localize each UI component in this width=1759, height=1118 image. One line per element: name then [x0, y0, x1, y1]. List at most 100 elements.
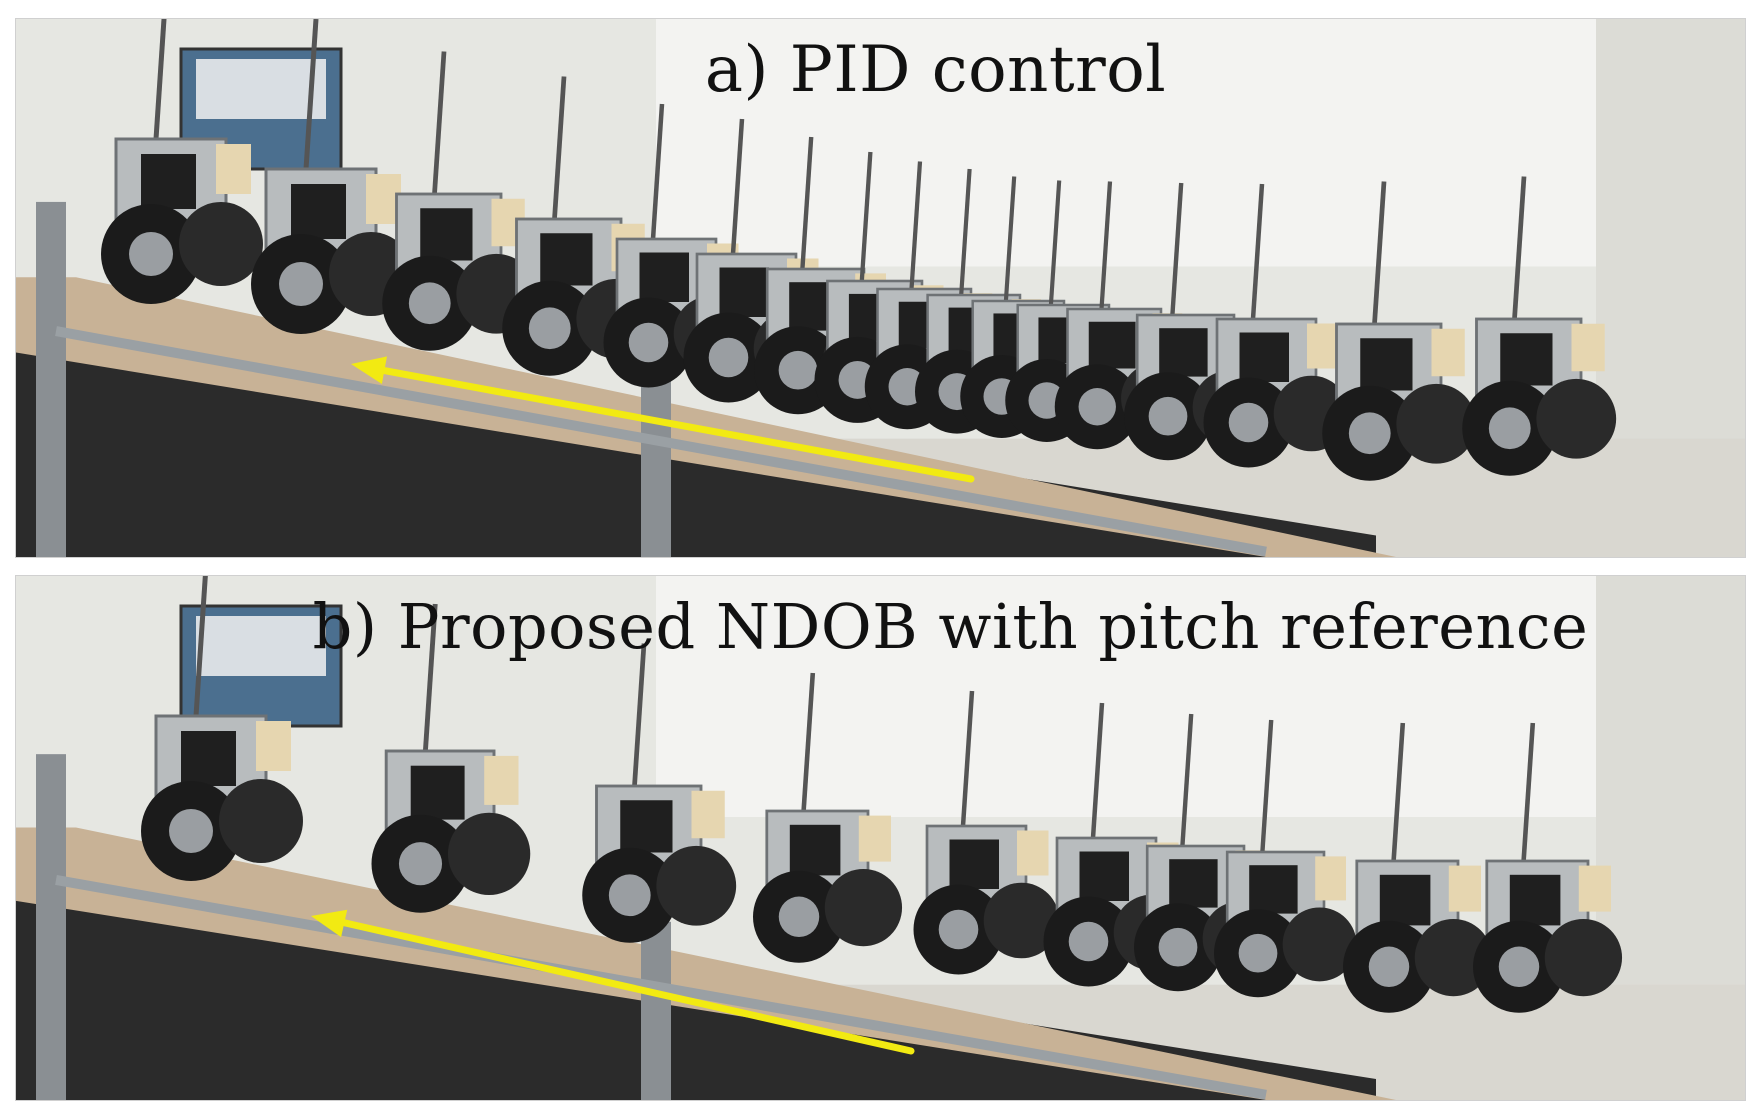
wheel-hub: [1488, 407, 1531, 450]
robot-antenna: [1003, 176, 1017, 302]
wheel-hub: [608, 874, 651, 917]
frame-rail: [55, 874, 1267, 1100]
robot-icon: [371, 603, 531, 913]
robot-antenna: [960, 690, 975, 827]
robot-bumper: [216, 144, 251, 194]
panel-a: a) PID control: [15, 18, 1746, 558]
wheel-hub: [1078, 388, 1116, 426]
robot-bumper: [484, 755, 519, 805]
robot-antenna: [632, 643, 647, 787]
cabinet-window: [196, 616, 326, 676]
wheel-icon: [219, 779, 303, 863]
robot-board: [719, 267, 769, 317]
arrow-head: [311, 909, 348, 938]
frame-post-mid: [641, 374, 671, 557]
wheel-hub: [1068, 921, 1109, 962]
robot-antenna: [1250, 183, 1265, 320]
robot-bumper: [1315, 856, 1346, 901]
wheel-icon: [179, 202, 263, 286]
robot-board: [620, 800, 673, 853]
wheel-hub: [778, 350, 818, 390]
arrow-icon: [351, 356, 975, 483]
robot-board: [410, 765, 465, 820]
arrow-icon: [311, 909, 915, 1055]
frame-post-left: [36, 754, 66, 1100]
frame-post-left: [36, 201, 66, 557]
robot-antenna: [801, 672, 816, 812]
robot-board: [949, 839, 999, 889]
robot-antenna: [432, 51, 447, 195]
robot-antenna: [552, 76, 567, 220]
robot-board: [1169, 859, 1218, 908]
robot-antenna: [1180, 713, 1194, 847]
panel-b-caption: b) Proposed NDOB with pitch reference: [312, 590, 1589, 663]
robot-icon: [1343, 722, 1493, 1013]
wheel-hub: [778, 896, 820, 938]
robot-board: [420, 208, 473, 261]
panel-a-photo: [16, 19, 1745, 557]
robot-board: [1249, 865, 1298, 914]
wheel-hub: [1238, 933, 1278, 973]
robot-board: [1239, 332, 1289, 382]
robot-icon: [913, 690, 1060, 975]
robot-board: [1360, 338, 1413, 391]
robot-antenna: [959, 168, 972, 296]
wheel-hub: [1158, 927, 1198, 967]
robot-icon: [1214, 719, 1357, 998]
robot-antenna: [1099, 181, 1113, 310]
robot-board: [1159, 328, 1208, 377]
robot-antenna: [1090, 702, 1105, 839]
panel-a-caption: a) PID control: [704, 33, 1167, 107]
robot-antenna: [153, 19, 167, 140]
robot-bumper: [1431, 328, 1465, 377]
wheel-hub: [628, 322, 669, 363]
frame-post-mid: [641, 921, 671, 1100]
robot-antenna: [1170, 182, 1184, 316]
cabinet-window: [196, 59, 326, 119]
ramp-icon: [16, 827, 1396, 1100]
wheel-hub: [1148, 396, 1188, 436]
wheel-hub: [129, 232, 173, 276]
panel-b-photo: [16, 576, 1745, 1100]
wheel-hub: [1368, 946, 1410, 988]
robot-antenna: [1391, 722, 1406, 862]
arrow-shaft: [337, 918, 915, 1055]
wheel-hub: [408, 282, 451, 325]
robot-bumper: [1017, 830, 1049, 876]
robot-board: [639, 252, 689, 302]
robot-icon: [141, 576, 303, 881]
frame-rail: [55, 326, 1267, 557]
wheel-hub: [398, 842, 443, 886]
robot-icon: [582, 643, 737, 943]
robot-icon: [1203, 183, 1350, 468]
wheel-icon: [1282, 907, 1357, 982]
wheel-hub: [708, 337, 749, 378]
robot-board: [1088, 321, 1136, 369]
wheel-icon: [1536, 378, 1617, 459]
robot-icon: [251, 19, 413, 334]
robot-board: [789, 824, 841, 876]
wheel-hub: [1348, 412, 1391, 455]
wheel-icon: [824, 868, 903, 947]
robot-antenna: [800, 136, 814, 270]
robot-board: [1379, 874, 1431, 926]
ramp-icon: [16, 277, 1396, 557]
robot-board: [291, 184, 346, 239]
robot-antenna: [1512, 176, 1527, 320]
robot-antenna: [909, 161, 923, 290]
robot-board: [181, 731, 236, 786]
wheel-hub: [1228, 402, 1269, 443]
robot-board: [540, 233, 593, 286]
robot-icon: [1322, 181, 1477, 481]
wheel-hub: [169, 809, 213, 853]
robot-antenna: [859, 151, 873, 282]
arrow-shaft: [377, 366, 975, 483]
wheel-icon: [1414, 918, 1493, 997]
robot-icon: [753, 672, 903, 963]
robot-bumper: [1571, 323, 1605, 372]
wheel-icon: [656, 845, 737, 926]
wheel-hub: [938, 909, 979, 950]
robot-icon: [101, 19, 263, 304]
robot-board: [141, 154, 196, 209]
wheel-hub: [1498, 946, 1540, 988]
